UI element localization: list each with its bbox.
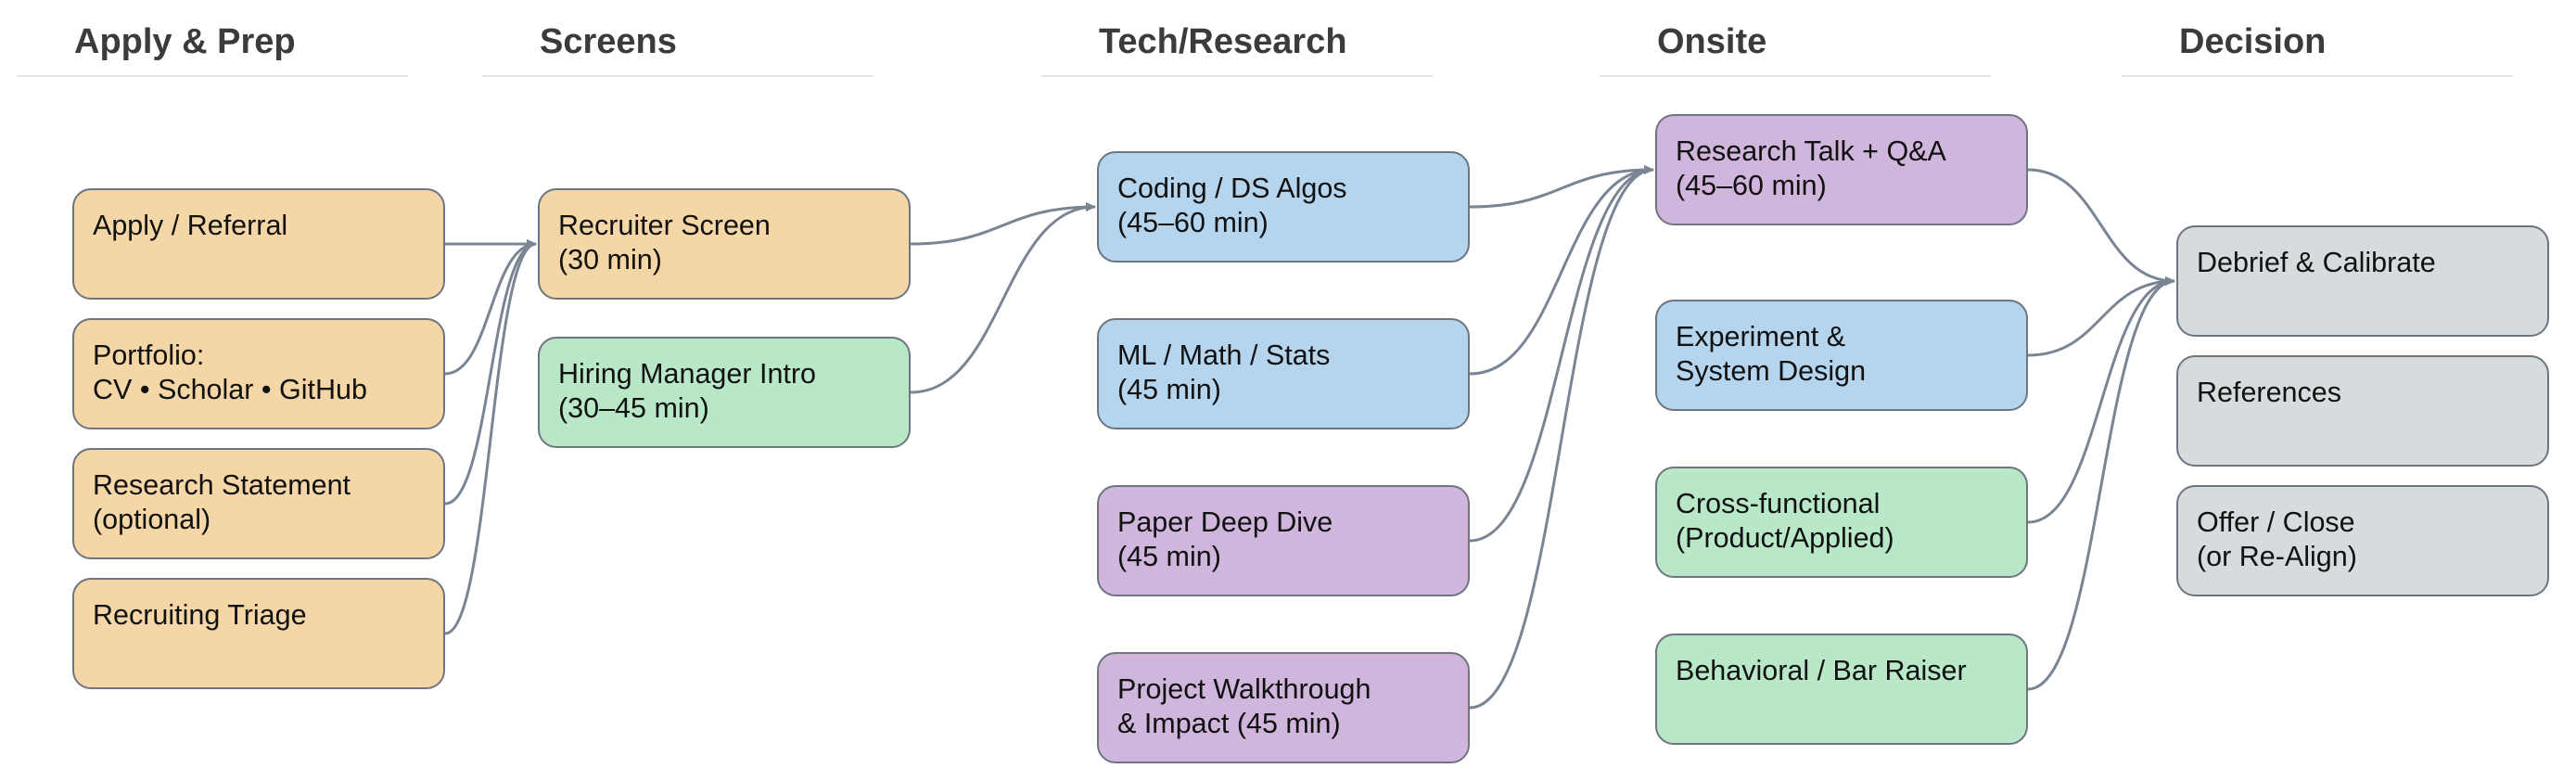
node-behavioral-bar-raiser: Behavioral / Bar Raiser [1655,634,2028,745]
node-apply-referral: Apply / Referral [72,188,445,300]
connector-arrow [1469,165,1654,209]
column-divider [2122,75,2513,77]
node-research-talk: Research Talk + Q&A (45–60 min) [1655,114,2028,225]
column-title-tech-research: Tech/Research [1099,22,1347,61]
node-portfolio: Portfolio: CV • Scholar • GitHub [72,318,445,429]
connector-arrow [444,239,537,506]
node-offer-close: Offer / Close (or Re-Align) [2176,485,2549,596]
column-title-apply-prep: Apply & Prep [74,22,296,61]
connector-arrow [444,239,537,376]
node-debrief-calibrate: Debrief & Calibrate [2176,225,2549,337]
connector-arrow [910,202,1096,394]
column-title-onsite: Onsite [1657,22,1767,61]
node-experiment-system-design: Experiment & System Design [1655,300,2028,411]
column-divider [1600,75,1991,77]
column-title-decision: Decision [2179,22,2327,61]
connector-arrow [2027,276,2175,524]
node-paper-deep-dive: Paper Deep Dive (45 min) [1097,485,1470,596]
node-references: References [2176,355,2549,467]
connector-arrow [2027,168,2175,286]
column-divider [17,75,408,77]
connector-arrow [2027,276,2175,691]
node-ml-math-stats: ML / Math / Stats (45 min) [1097,318,1470,429]
node-coding-ds-algos: Coding / DS Algos (45–60 min) [1097,151,1470,262]
column-title-screens: Screens [540,22,677,61]
column-divider [482,75,874,77]
connector-arrow [1469,165,1654,376]
node-hiring-manager-intro: Hiring Manager Intro (30–45 min) [538,337,911,448]
connector-arrow [1469,165,1654,543]
connector-arrow [2027,276,2175,357]
node-recruiting-triage: Recruiting Triage [72,578,445,689]
node-recruiter-screen: Recruiter Screen (30 min) [538,188,911,300]
connector-arrow [444,239,537,635]
node-cross-functional: Cross-functional (Product/Applied) [1655,467,2028,578]
node-project-walkthrough: Project Walkthrough & Impact (45 min) [1097,652,1470,763]
connector-arrow [910,202,1096,246]
node-research-statement: Research Statement (optional) [72,448,445,559]
column-divider [1041,75,1433,77]
connector-arrow [1469,165,1654,710]
